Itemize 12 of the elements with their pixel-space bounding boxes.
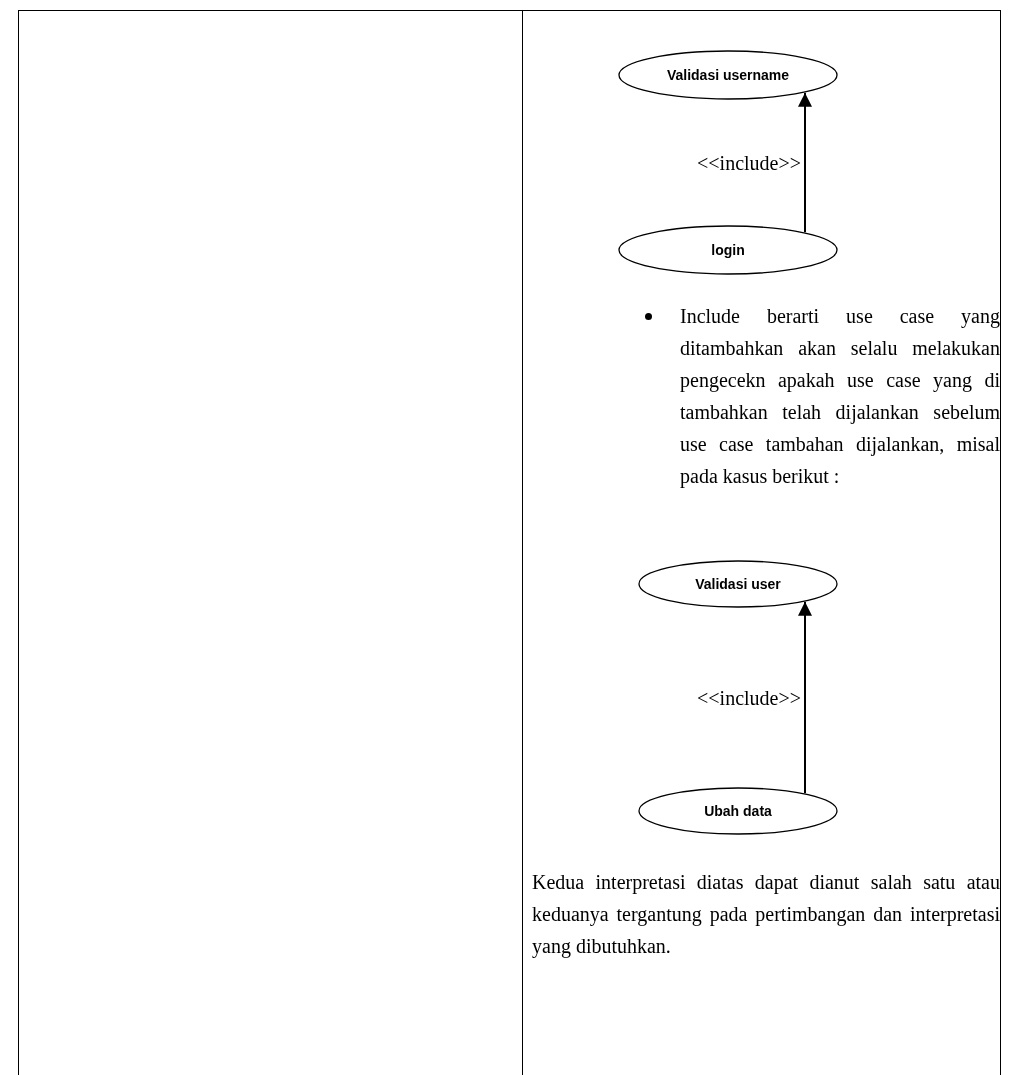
use-case-name: login: [711, 242, 745, 258]
paragraph: Kedua interpretasi diatas dapat dianut salah satu atau keduanya tergantung pada pertimbangan dan interpretasi yang dibutuhkan.: [532, 870, 1000, 960]
use-case-ellipse: [638, 787, 838, 835]
use-case-name: Validasi user: [695, 576, 781, 592]
use-case-name: Validasi username: [666, 67, 790, 83]
use-case-ellipse: [638, 560, 838, 608]
include-arrow: [798, 600, 812, 795]
include-arrow: [798, 91, 812, 234]
use-case-ellipse: [618, 225, 838, 275]
use-case-ellipse: [618, 50, 838, 100]
use-case-name: Ubah data: [704, 803, 772, 819]
paragraph: Include berarti use case yang ditambahkan akan selalu melakukan pengecekn apakah use case yang di tambahkan telah dijalankan sebelum use case tambahan dijalankan, misal pada kasus berikut :: [680, 304, 1000, 490]
